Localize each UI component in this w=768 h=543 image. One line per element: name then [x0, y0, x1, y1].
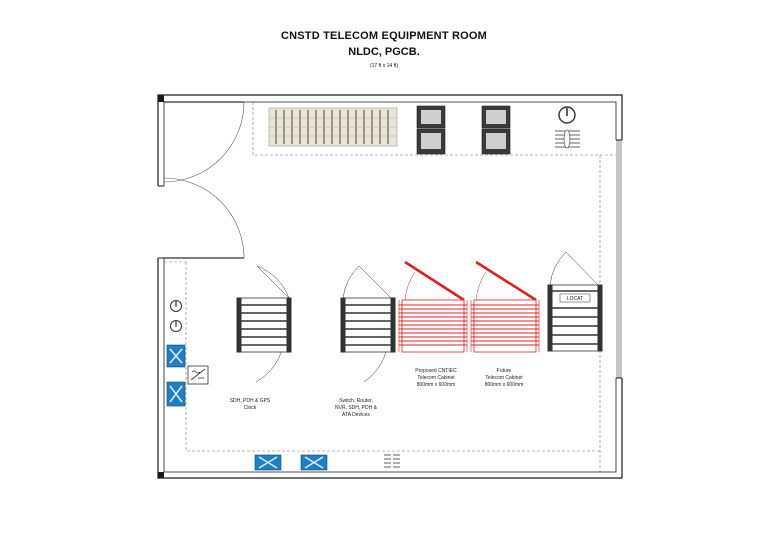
room-dimensions: (17 ft x 14 ft) [369, 63, 399, 69]
dashed-zones [164, 102, 616, 472]
vent-icon [384, 454, 400, 469]
battery-charger-icon [187, 365, 209, 385]
label-line: 800mm x 600mm [485, 382, 524, 388]
double-door [163, 101, 245, 259]
label-line: 800mm x 600mm [417, 382, 456, 388]
cabinet-sdh-pdh [236, 265, 292, 383]
server-icon [416, 105, 511, 155]
power-icon [170, 300, 182, 332]
cabinet-proposed [398, 260, 468, 353]
cabinet-tag: LOCAT [567, 296, 583, 302]
patch-panel-rack [268, 107, 398, 147]
label-line: Telecom Cabinet [485, 375, 523, 381]
cabinet-switch-router [340, 265, 396, 383]
cabinet-labels: SDH, PDH & GPS Clock Switch, Router, NVR… [230, 368, 524, 418]
label-line: SDH, PDH & GPS [230, 398, 271, 404]
label-line: Future [497, 368, 512, 374]
cabinet-right [547, 251, 603, 352]
site-name: NLDC, PGCB. [348, 46, 420, 58]
label-line: Telecom Cabinet [417, 375, 455, 381]
walls [157, 94, 623, 479]
label-line: Switch, Router, [339, 398, 373, 404]
ac-unit-icon [166, 344, 328, 471]
power-icon [558, 106, 576, 124]
label-line: Clock [244, 405, 257, 411]
cabinet-future [470, 260, 540, 353]
label-line: ATA Devices [342, 412, 370, 418]
label-line: Proposed CNTIEC [415, 368, 457, 374]
vent-icon [555, 129, 580, 149]
label-line: NVR, SDH, PDH & [335, 405, 378, 411]
room-title: CNSTD TELECOM EQUIPMENT ROOM [280, 30, 488, 42]
